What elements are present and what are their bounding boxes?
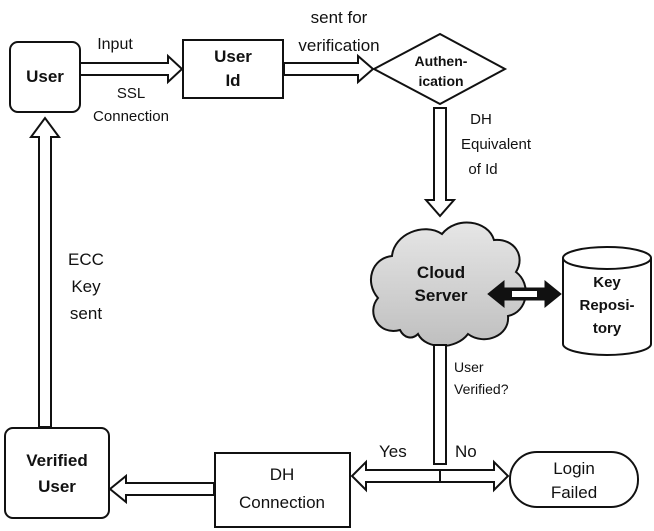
label-ssl-line1: SSL bbox=[117, 85, 145, 102]
label-sent-for-line2: verification bbox=[298, 36, 379, 55]
label-ecc-line1: ECC bbox=[68, 250, 104, 269]
authentication-decision: Authen- ication bbox=[371, 32, 508, 106]
arrow-cloud-to-decision bbox=[433, 344, 447, 465]
key-repository-label-line1: Key bbox=[593, 274, 621, 291]
label-user-verified-line1: User bbox=[454, 359, 484, 375]
cloud-server-label-line1: Cloud bbox=[417, 263, 465, 282]
label-user-verified-line2: Verified? bbox=[454, 381, 509, 397]
bidirectional-arrow-cloud-key-repository bbox=[487, 279, 562, 309]
user-id-label-line2: Id bbox=[225, 71, 240, 90]
arrow-user-to-userid bbox=[79, 53, 184, 85]
label-yes: Yes bbox=[379, 442, 407, 461]
key-repository-label-line3: tory bbox=[593, 320, 622, 337]
verified-user-box: Verified User bbox=[4, 427, 110, 519]
login-failed-label-line1: Login bbox=[553, 459, 595, 478]
label-dh-equivalent-line1: DH bbox=[470, 111, 492, 128]
label-dh-equivalent-line3: of Id bbox=[468, 161, 497, 178]
arrow-userid-to-authentication bbox=[283, 53, 375, 85]
user-box-label: User bbox=[26, 67, 64, 86]
cloud-server: Cloud Server bbox=[369, 221, 527, 347]
label-ecc-line2: Key bbox=[71, 277, 101, 296]
dh-connection-box: DH Connection bbox=[214, 452, 351, 528]
login-failed-label-line2: Failed bbox=[551, 483, 597, 502]
label-no: No bbox=[455, 442, 477, 461]
arrow-no-to-login-failed bbox=[439, 459, 510, 493]
arrow-dh-to-verified-user bbox=[108, 473, 215, 505]
label-dh-equivalent-line2: Equivalent bbox=[461, 136, 532, 153]
arrow-authentication-to-cloud bbox=[423, 107, 457, 218]
user-id-box: User Id bbox=[182, 39, 284, 99]
label-input: Input bbox=[97, 36, 133, 53]
authentication-label-line1: Authen- bbox=[415, 53, 468, 69]
key-repository-cylinder: Key Reposi- tory bbox=[562, 246, 652, 356]
cloud-server-label-line2: Server bbox=[415, 286, 468, 305]
verified-user-label-line1: Verified bbox=[26, 451, 87, 470]
label-ecc-line3: sent bbox=[70, 304, 102, 323]
user-box: User bbox=[9, 41, 81, 113]
key-repository-label-line2: Reposi- bbox=[579, 297, 634, 314]
dh-connection-label-line1: DH bbox=[270, 465, 295, 484]
dh-connection-label-line2: Connection bbox=[239, 493, 325, 512]
label-sent-for-line1: sent for bbox=[311, 8, 368, 27]
authentication-label-line2: ication bbox=[418, 73, 463, 89]
label-ssl-line2: Connection bbox=[93, 108, 169, 125]
arrow-yes-to-dh-connection bbox=[350, 459, 441, 493]
arrow-verified-to-user bbox=[29, 116, 61, 428]
user-id-label-line1: User bbox=[214, 47, 252, 66]
login-failed-terminal: Login Failed bbox=[509, 451, 639, 508]
verified-user-label-line2: User bbox=[38, 477, 76, 496]
